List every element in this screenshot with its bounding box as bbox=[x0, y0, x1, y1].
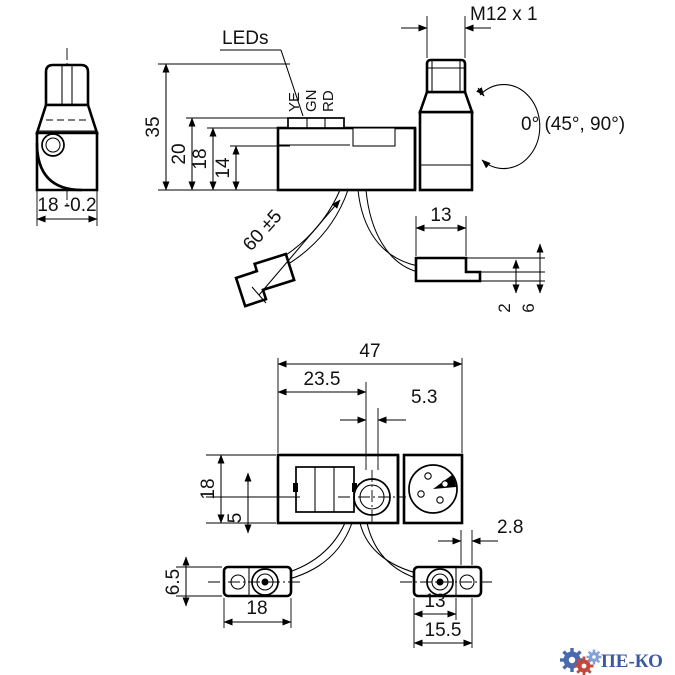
top-view-led-window bbox=[295, 466, 355, 513]
rotation-arc-tip bbox=[476, 87, 485, 97]
dim-label-6: 6 bbox=[519, 303, 538, 312]
top-view: 47 23.5 5.3 18 5 6.5 bbox=[163, 341, 523, 648]
top-view-m12-pin-4 bbox=[417, 490, 425, 498]
side-view-connector-housing bbox=[418, 110, 474, 192]
led-label-red: RD bbox=[320, 90, 337, 112]
front-view-shoulder bbox=[35, 103, 99, 135]
dim-label-6-5: 6.5 bbox=[163, 569, 184, 595]
dim-label-5: 5 bbox=[225, 513, 246, 524]
led-label-green: GN bbox=[303, 90, 320, 113]
dim-label-2: 2 bbox=[495, 303, 514, 312]
dim-label-18-width: 18 bbox=[198, 478, 219, 499]
dim-label-18-vertical: 18 bbox=[190, 148, 211, 169]
dim-label-18-left-terminal: 18 bbox=[246, 598, 267, 619]
top-view-led-clip-right bbox=[352, 483, 357, 492]
side-view-m12-barrel bbox=[425, 58, 467, 94]
logo-wordmark: ПЕ-КО bbox=[601, 651, 663, 672]
dim-label-13-top: 13 bbox=[430, 205, 451, 226]
dim-label-2-8: 2.8 bbox=[497, 517, 523, 538]
gear-icon-light bbox=[586, 649, 602, 665]
side-view-left-blade-connector bbox=[234, 252, 296, 308]
dim-label-rotation: 0° (45°, 90°) bbox=[521, 114, 625, 135]
dim-label-35: 35 bbox=[143, 116, 164, 137]
dim-label-14: 14 bbox=[213, 157, 234, 179]
dim-label-m12: M12 x 1 bbox=[470, 4, 538, 25]
gear-icon-red bbox=[574, 656, 594, 675]
top-view-m12-pin-1 bbox=[424, 472, 432, 480]
led-label-yellow: YE bbox=[286, 92, 303, 112]
dim-label-width-18-tol: 18 -0.2 bbox=[37, 195, 96, 216]
dim-label-15-5: 15.5 bbox=[425, 620, 462, 641]
top-view-m12-pin-2 bbox=[441, 480, 449, 488]
front-view-hole-inner bbox=[45, 137, 61, 153]
cable-right-strand-a bbox=[357, 189, 419, 267]
dim-label-5-3: 5.3 bbox=[411, 387, 437, 408]
dim-tick-60 bbox=[251, 286, 267, 304]
dim-label-47: 47 bbox=[359, 341, 380, 362]
dim-line-60 bbox=[258, 199, 341, 296]
dim-label-20: 20 bbox=[169, 143, 190, 164]
front-view: 18 -0.2 bbox=[35, 48, 99, 226]
side-view-led-strip bbox=[287, 117, 345, 129]
dim-label-13-right-terminal: 13 bbox=[424, 591, 445, 612]
rotation-arc bbox=[479, 84, 541, 170]
front-view-corner-radius bbox=[35, 142, 83, 192]
cable-right-strand-b bbox=[365, 189, 419, 273]
side-view-housing-taper bbox=[418, 90, 474, 114]
callout-label-leds: LEDs bbox=[222, 28, 268, 49]
front-view-neck bbox=[44, 63, 90, 107]
top-view-led-clip-left bbox=[293, 483, 298, 492]
top-view-m12-pin-3 bbox=[436, 496, 444, 504]
side-view: LEDs YE GN RD M12 x 1 0° (45°, 90°) 35 2… bbox=[143, 4, 625, 313]
peko-logo: ПЕ-КО bbox=[560, 648, 663, 675]
dim-label-23-5: 23.5 bbox=[304, 369, 341, 390]
callout-leader-leds bbox=[280, 49, 304, 117]
side-view-recess bbox=[352, 127, 396, 147]
